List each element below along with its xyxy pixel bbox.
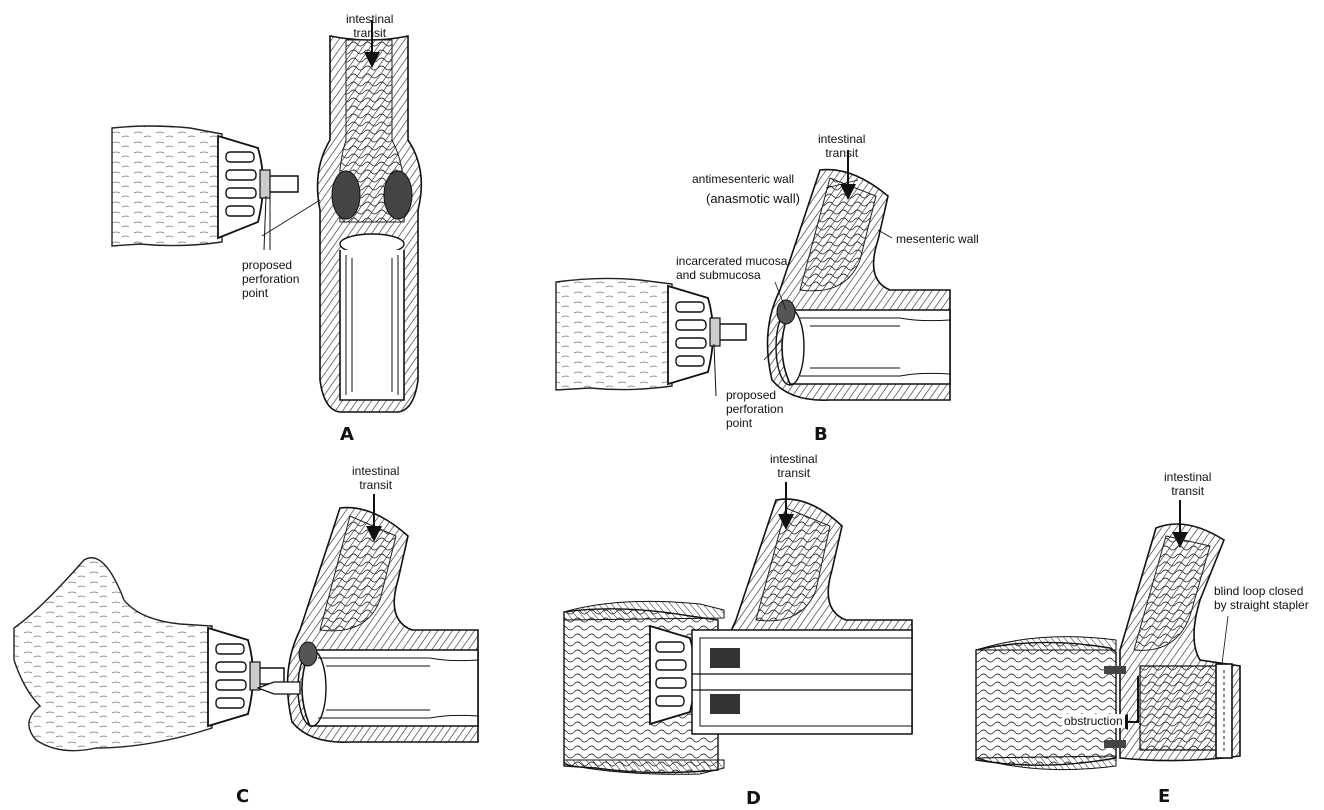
- panel-a-perforation-line-2: perforation: [242, 272, 299, 286]
- panel-a-transit-label: intestinal transit: [346, 12, 393, 40]
- panel-d-transit-line-1: intestinal: [770, 452, 817, 466]
- panel-e-transit-line-2: transit: [1164, 484, 1211, 498]
- panel-c-transit-line-2: transit: [352, 478, 399, 492]
- panel-b-anasmotic-label: (anasmotic wall): [706, 192, 800, 206]
- panel-b-antimesenteric-label: antimesenteric wall: [692, 172, 794, 186]
- panel-e-obstruction-label: obstruction: [1062, 714, 1125, 728]
- panel-b-perforation-line-2: perforation: [726, 402, 783, 416]
- panel-a-drawing: [112, 20, 421, 412]
- panel-a-trocar: [268, 176, 298, 192]
- panel-e-drawing: [976, 500, 1240, 770]
- panel-a-transit-line-1: intestinal: [346, 12, 393, 26]
- panel-b-incarcerated-label: incarcerated mucosa and submucosa: [676, 254, 787, 282]
- panel-b-letter: B: [814, 424, 828, 445]
- panel-b-transit-line-2: transit: [818, 146, 865, 160]
- panel-d-transit-label: intestinal transit: [770, 452, 817, 480]
- panel-b-transit-label: intestinal transit: [818, 132, 865, 160]
- panel-a-hand: [112, 126, 222, 246]
- panel-d-transit-line-2: transit: [770, 466, 817, 480]
- panel-a-letter: A: [340, 424, 354, 445]
- panel-c-letter: C: [236, 786, 249, 807]
- panel-c-transit-line-1: intestinal: [352, 464, 399, 478]
- panel-b-perforation-line-1: proposed: [726, 388, 783, 402]
- panel-d-drawing: [564, 482, 912, 774]
- panel-b-perforation-line-3: point: [726, 416, 783, 430]
- panel-b-transit-line-1: intestinal: [818, 132, 865, 146]
- panel-b-mesenteric-label: mesenteric wall: [896, 232, 979, 246]
- panel-e-blind-loop-line-2: by straight stapler: [1214, 598, 1309, 612]
- panel-c-drawing: [14, 494, 478, 751]
- panel-a-transit-line-2: transit: [346, 26, 393, 40]
- panel-a-perforation-line-1: proposed: [242, 258, 299, 272]
- panel-e-transit-label: intestinal transit: [1164, 470, 1211, 498]
- panel-e-blind-loop-label: blind loop closed by straight stapler: [1214, 584, 1309, 612]
- panel-e-letter: E: [1158, 786, 1170, 807]
- panel-e-bowel-left: [976, 642, 1116, 765]
- panel-a-perforation-line-3: point: [242, 286, 299, 300]
- panel-c-hand: [14, 558, 212, 751]
- panel-b-hand: [556, 278, 672, 390]
- panel-e-transit-line-1: intestinal: [1164, 470, 1211, 484]
- panel-e-blind-loop-line-1: blind loop closed: [1214, 584, 1309, 598]
- panel-c-transit-label: intestinal transit: [352, 464, 399, 492]
- panel-d-letter: D: [746, 788, 761, 809]
- panel-b-incarcerated-line-2: and submucosa: [676, 268, 787, 282]
- panel-a-perforation-label: proposed perforation point: [242, 258, 299, 300]
- panel-b-perforation-label: proposed perforation point: [726, 388, 783, 430]
- panel-b-incarcerated-line-1: incarcerated mucosa: [676, 254, 787, 268]
